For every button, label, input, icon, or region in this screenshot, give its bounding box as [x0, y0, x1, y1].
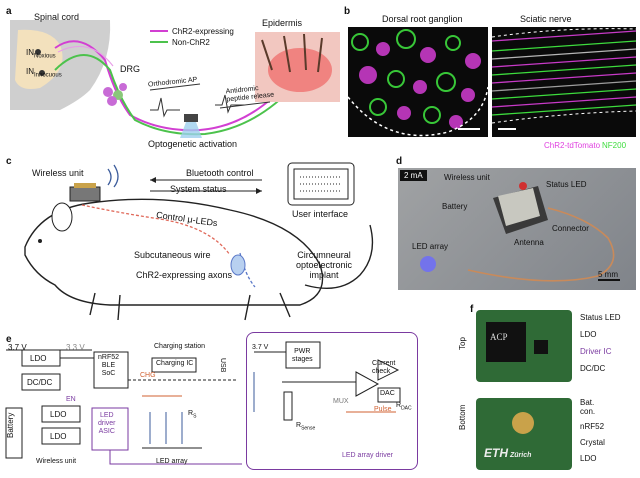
f-status-led: Status LED	[580, 313, 621, 322]
f-ldo-top: LDO	[580, 330, 597, 339]
d-connector: Connector	[552, 224, 589, 233]
in-innocuous-label: INInnocuous	[26, 67, 62, 79]
axons-label: ChR2-expressing axons	[136, 270, 233, 280]
f-ldo-bottom: LDO	[580, 454, 597, 463]
f-top: Top	[458, 337, 467, 350]
user-interface-label: User interface	[292, 209, 349, 219]
d-led-array: LED array	[412, 242, 449, 251]
e-charging-station: Charging station	[154, 343, 205, 350]
pcb-top: ACP	[476, 310, 572, 382]
inset-v37: 3.7 V	[252, 344, 269, 351]
drg-label: DRG	[120, 64, 140, 74]
inset-title: LED array driver	[342, 452, 393, 459]
current-badge: 2 mA	[400, 170, 427, 181]
sciatic-title: Sciatic nerve	[520, 14, 572, 24]
legend-tdtomato: ChR2-tdTomato	[544, 141, 601, 150]
sciatic-micrograph	[492, 27, 636, 137]
e-ldo-3: LDO	[50, 432, 67, 441]
d-antenna: Antenna	[514, 238, 544, 247]
wireless-unit-label: Wireless unit	[32, 168, 84, 178]
f-bottom: Bottom	[458, 404, 467, 430]
pcb-bottom-nrf	[512, 412, 534, 434]
drg-title: Dorsal root ganglion	[382, 14, 463, 24]
e-dcdc: DC/DC	[27, 378, 53, 387]
mouse-illustration	[24, 162, 374, 321]
panel-f-label: f	[470, 304, 474, 315]
bluetooth-label: Bluetooth control	[186, 168, 254, 178]
e-rs: RS	[188, 410, 197, 420]
in-noxious-label: INNoxious	[26, 48, 56, 60]
d-scale: 5 mm	[598, 270, 618, 279]
drg-micrograph	[348, 27, 488, 137]
e-v37: 3.7 V	[8, 343, 27, 352]
f-nrf52: nRF52	[580, 422, 605, 431]
pcb-top-chip: ACP	[486, 322, 526, 362]
e-ldo-1: LDO	[30, 354, 47, 363]
f-dcdc: DC/DC	[580, 364, 606, 373]
e-en: EN	[66, 396, 76, 403]
panel-a-label: a	[6, 6, 12, 17]
circuit-diagram	[5, 349, 242, 465]
d-wireless-unit: Wireless unit	[444, 173, 490, 182]
spinal-cord-label: Spinal cord	[34, 12, 80, 22]
panel-e-label: e	[6, 334, 12, 345]
d-battery: Battery	[442, 202, 468, 211]
e-v33: 3.3 V	[66, 343, 85, 352]
dorsal-horn-shape	[15, 29, 63, 89]
e-battery: Battery	[6, 412, 15, 438]
f-driver-ic: Driver IC	[580, 347, 612, 356]
e-usb: USB	[219, 358, 226, 373]
legend-chr2: ChR2-expressing	[172, 27, 234, 36]
e-charging-ic: Charging IC	[156, 360, 194, 367]
inset-rdac: RDAC	[396, 402, 412, 412]
legend-nonchr2: Non-ChR2	[172, 38, 210, 47]
panel-a-diagram	[10, 20, 340, 138]
panel-b-label: b	[344, 6, 351, 17]
noxious-interneuron	[35, 49, 41, 55]
device-photo: 2 mA Wireless unit Status LED Battery Co…	[398, 168, 636, 290]
subcutaneous-label: Subcutaneous wire	[134, 250, 211, 260]
inset-pulse: Pulse	[374, 406, 392, 413]
f-bat: Bat.con.	[580, 398, 596, 416]
pcb-top-dcdc	[534, 340, 548, 354]
e-led-array: LED array	[156, 458, 188, 465]
legend-nf200: NF200	[602, 141, 627, 150]
inset-rsense: RSense	[296, 422, 316, 432]
led-driver-inset	[246, 332, 418, 470]
inset-mux: MUX	[333, 398, 349, 405]
e-wireless-unit: Wireless unit	[36, 458, 77, 465]
system-status-label: System status	[170, 184, 227, 194]
d-status-led: Status LED	[546, 180, 587, 189]
e-chg: CHG	[140, 372, 156, 379]
panel-c-label: c	[6, 156, 12, 167]
panel-d-label: d	[396, 156, 403, 167]
f-crystal: Crystal	[580, 438, 605, 447]
inset-dac: DAC	[380, 390, 395, 397]
epidermis-label: Epidermis	[262, 18, 303, 28]
optogenetic-label: Optogenetic activation	[148, 139, 238, 149]
e-ldo-2: LDO	[50, 410, 67, 419]
innocuous-interneuron	[39, 70, 45, 76]
